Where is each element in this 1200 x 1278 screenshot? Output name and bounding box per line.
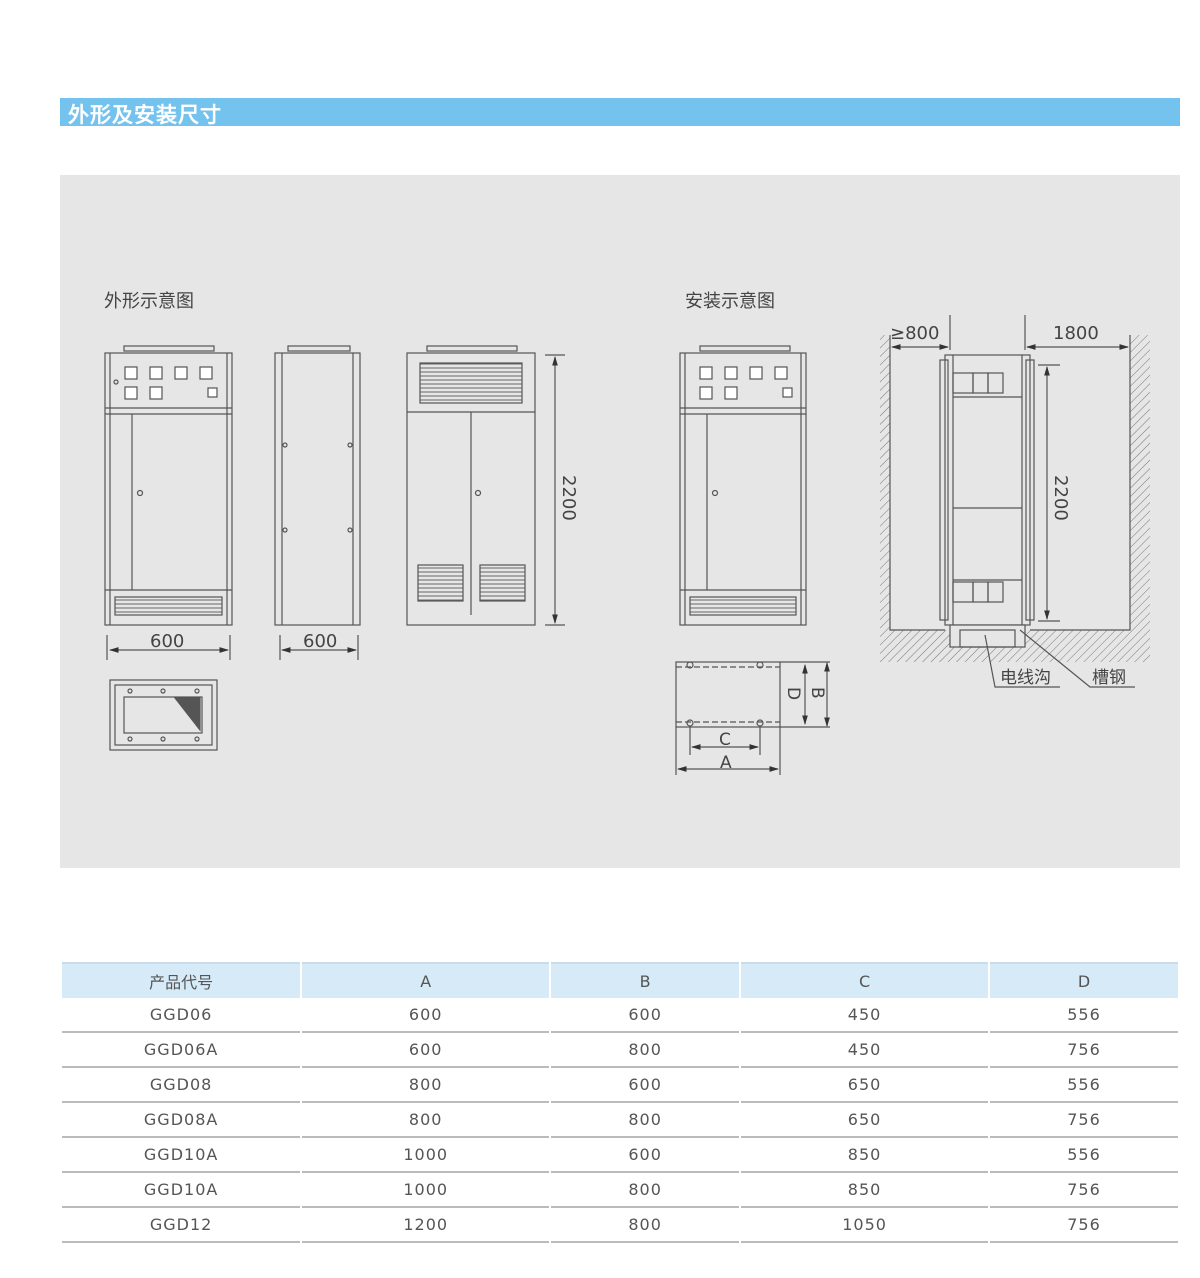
plan-view-base	[109, 679, 218, 751]
label-B: B	[807, 687, 827, 699]
cell: GGD08A	[62, 1103, 301, 1138]
col-header-C: C	[741, 962, 989, 998]
cell: 756	[990, 1103, 1178, 1138]
install-base-plan	[675, 661, 830, 728]
col-header-B: B	[551, 962, 740, 998]
cell: 800	[551, 1173, 740, 1208]
cell: 600	[302, 998, 550, 1033]
cell: 556	[990, 1138, 1178, 1173]
cell: 1050	[741, 1208, 989, 1243]
cell: 800	[551, 1033, 740, 1068]
side-depth-label: 600	[303, 631, 337, 652]
cell: 600	[551, 1138, 740, 1173]
cell: 650	[741, 1103, 989, 1138]
cell: GGD06A	[62, 1033, 301, 1068]
col-header-D: D	[990, 962, 1178, 998]
install-title: 安装示意图	[685, 291, 775, 312]
col-header-model: 产品代号	[62, 962, 301, 998]
cell: 450	[741, 1033, 989, 1068]
cell: 556	[990, 998, 1178, 1033]
label-C: C	[719, 730, 731, 750]
section-title: 外形及安装尺寸	[68, 103, 222, 127]
cell: 850	[741, 1138, 989, 1173]
front-width-label: 600	[150, 631, 184, 652]
cell: 650	[741, 1068, 989, 1103]
rear-view-cabinet	[406, 345, 536, 626]
cell: GGD08	[62, 1068, 301, 1103]
install-front-cabinet	[679, 345, 807, 626]
cell: 600	[551, 998, 740, 1033]
cell: 450	[741, 998, 989, 1033]
channel-steel-label: 槽钢	[1092, 668, 1126, 688]
front-view-cabinet	[104, 345, 233, 626]
cell: 756	[990, 1033, 1178, 1068]
cable-trench-label: 电线沟	[1000, 668, 1051, 688]
cell: 1000	[302, 1138, 550, 1173]
cell: 1200	[302, 1208, 550, 1243]
rear-clearance-label: 1800	[1053, 323, 1099, 344]
label-D: D	[783, 687, 803, 700]
install-height-label: 2200	[1050, 475, 1071, 521]
cell: GGD12	[62, 1208, 301, 1243]
cell: GGD06	[62, 998, 301, 1033]
outline-title: 外形示意图	[104, 291, 194, 312]
table-header-row: 产品代号 A B C D	[62, 962, 1178, 998]
col-header-A: A	[302, 962, 550, 998]
cell: 756	[990, 1173, 1178, 1208]
cell: 600	[302, 1033, 550, 1068]
label-A: A	[720, 753, 732, 773]
cell: 600	[551, 1068, 740, 1103]
cell: 800	[302, 1068, 550, 1103]
diagram-panel: 外形示意图 安装示意图 600 600 2200	[60, 175, 1180, 868]
side-view-cabinet	[274, 345, 361, 626]
install-room	[880, 335, 1150, 662]
height-label: 2200	[558, 475, 579, 521]
front-clearance-label: ≥800	[890, 323, 939, 344]
cell: 800	[551, 1103, 740, 1138]
cell: 800	[551, 1208, 740, 1243]
cell: 1000	[302, 1173, 550, 1208]
cell: GGD10A	[62, 1173, 301, 1208]
cell: 756	[990, 1208, 1178, 1243]
cell: 850	[741, 1173, 989, 1208]
cell: GGD10A	[62, 1138, 301, 1173]
cell: 800	[302, 1103, 550, 1138]
cell: 556	[990, 1068, 1178, 1103]
section-banner: 外形及安装尺寸	[60, 98, 1180, 127]
